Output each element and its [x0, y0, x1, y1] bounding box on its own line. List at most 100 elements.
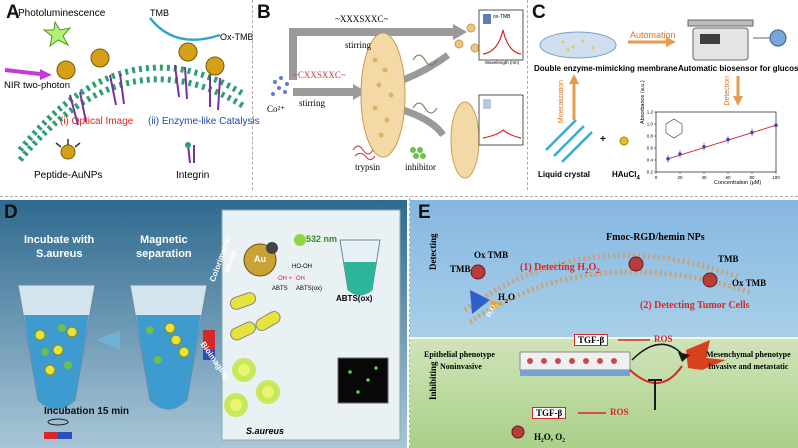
- optical-image-label: (i) Optical Image: [60, 116, 134, 127]
- invasive-label: Invasive and metastatic: [708, 362, 789, 371]
- rocket-icon: [470, 290, 490, 314]
- panel-d-graphic: [0, 200, 407, 448]
- nir-label: NIR two-photon: [4, 80, 71, 91]
- x-tick-label: 60: [725, 175, 731, 180]
- x-tick-label: 80: [749, 175, 755, 180]
- membrane-label: Double enzyme-mimicking membrane: [534, 64, 678, 73]
- abts-ox-label: ABTS(ox): [336, 294, 373, 303]
- detection-label: Detection: [724, 76, 731, 106]
- integrin-icon: [185, 142, 195, 164]
- data-point: [774, 123, 778, 127]
- fmoc-np-label: Fmoc-RGD/hemin NPs: [606, 232, 705, 243]
- inhibitor-label: inhibitor: [405, 162, 436, 172]
- abts-label: ABTS: [272, 286, 288, 292]
- panel-b: B ~XXXSXXC~ stirring ~CXXSXXC~ stirring …: [253, 0, 526, 195]
- biosensor-label: Automatic biosensor for glucose: [678, 64, 798, 73]
- data-point: [666, 157, 670, 161]
- incubation-label: Incubation 15 min: [44, 406, 130, 417]
- syringe-pump-icon: [687, 19, 787, 61]
- x-tick-label: 40: [701, 175, 707, 180]
- y-tick-label: 0.4: [647, 158, 654, 163]
- stirring-mid-label: stirring: [299, 98, 325, 108]
- au-label: Au: [254, 254, 266, 264]
- seq-mid-label: ~CXXSXXC~: [293, 70, 346, 80]
- integrin-label: Integrin: [176, 170, 210, 181]
- tmb-right-label: TMB: [718, 254, 739, 264]
- panel-a-label: A: [6, 2, 20, 23]
- inhibiting-label: Inhibiting: [428, 361, 438, 400]
- saureus-spheres: [224, 358, 280, 417]
- detecting-label: Detecting: [428, 233, 438, 270]
- h2o-o2-label: H₂O, O₂: [534, 432, 565, 442]
- peptide-aunp-icon: [55, 139, 81, 160]
- seq-top-label: ~XXXSXXC~: [335, 14, 389, 24]
- chart-xlabel: Concentration (μM): [714, 180, 762, 186]
- detect-h2o2-label: (1) Detecting H2O2: [520, 262, 600, 275]
- oxtmb-left-label: Ox TMB: [474, 250, 509, 260]
- data-point: [678, 152, 682, 156]
- glucose-structure-icon: [665, 118, 683, 139]
- plus-label: +: [600, 134, 606, 145]
- panel-e-label: E: [418, 202, 431, 223]
- fit-line: [667, 124, 777, 160]
- y-tick-label: 0.2: [647, 170, 654, 175]
- tube-2: [129, 284, 215, 410]
- photoluminescence-label: Photoluminescence: [18, 8, 106, 19]
- spindle-structure: [360, 32, 406, 158]
- mineralization-label: Mineralization: [558, 80, 565, 124]
- tmb-left-label: TMB: [450, 264, 471, 274]
- magnet-icon: [203, 330, 215, 350]
- tgf-top-label: TGF-β: [574, 334, 609, 346]
- mesenchymal-cells: [686, 340, 726, 370]
- inset-chart-bottom: [478, 94, 524, 146]
- ox-tmb-label: Ox-TMB: [220, 32, 254, 42]
- haucl-icon: [619, 136, 629, 146]
- panel-c-label: C: [532, 2, 546, 23]
- tmb-label: TMB: [150, 8, 169, 18]
- noninvasive-label: Noninvasive: [440, 362, 482, 371]
- abts-ox-small-label: ABTS(ox): [296, 286, 323, 292]
- epithelial-cells: [519, 351, 631, 376]
- panel-b-label: B: [257, 2, 271, 23]
- y-tick-label: 0.6: [647, 146, 654, 151]
- tgf-bottom-label: TGF-β: [532, 407, 567, 419]
- panel-e-graphic: [410, 200, 798, 448]
- y-tick-label: 0.8: [647, 134, 654, 139]
- liquid-crystal-label: Liquid crystal: [538, 170, 591, 179]
- h2o-label: H2O: [498, 292, 516, 305]
- enzyme-catalysis-label: (ii) Enzyme-like Catalysis: [148, 116, 260, 127]
- separation-label: separation: [136, 248, 192, 260]
- oh-label: ·OH + ·OH: [276, 276, 305, 282]
- x-tick-label: 0: [655, 175, 658, 180]
- gold-nanoparticle-icon: [56, 42, 225, 80]
- data-point: [750, 130, 754, 135]
- co-ion-label: Co²⁺: [267, 104, 285, 114]
- panel-d: D Incubate with S.aureus Magnetic separa…: [0, 200, 407, 448]
- tube-1: [17, 284, 96, 410]
- panel-e: E Detecting Inhibiting Fmoc-RGD/hemin NP…: [410, 200, 798, 448]
- panel-b-graphic: [271, 9, 524, 179]
- automation-label: Automation: [630, 30, 676, 40]
- chart-plot-area: [655, 111, 777, 173]
- fluorescence-inset: [337, 357, 389, 404]
- incubate-label: Incubate with: [24, 234, 95, 246]
- wavelength-532-label: 532 nm: [306, 234, 338, 244]
- stirring-top-label: stirring: [345, 40, 371, 50]
- divider-bc: [527, 0, 529, 190]
- panel-d-label: D: [4, 202, 18, 223]
- saureus-title: S.aureus: [36, 248, 83, 260]
- laser-beam: [294, 234, 306, 246]
- saureus-label: S.aureus: [246, 426, 285, 436]
- np-icon: [470, 256, 718, 439]
- inhibitor-icon: [410, 147, 426, 159]
- magnetic-label: Magnetic: [140, 234, 188, 246]
- detect-tumor-label: (2) Detecting Tumor Cells: [640, 300, 750, 311]
- y-tick-label: 1.0: [647, 122, 654, 127]
- epithelial-label: Epithelial phenotype: [424, 350, 495, 359]
- divider-de: [409, 198, 411, 448]
- chart-ylabel: Absorbance (a.u.): [640, 80, 646, 124]
- inset-axis-label: Wavelength (nm): [485, 60, 520, 65]
